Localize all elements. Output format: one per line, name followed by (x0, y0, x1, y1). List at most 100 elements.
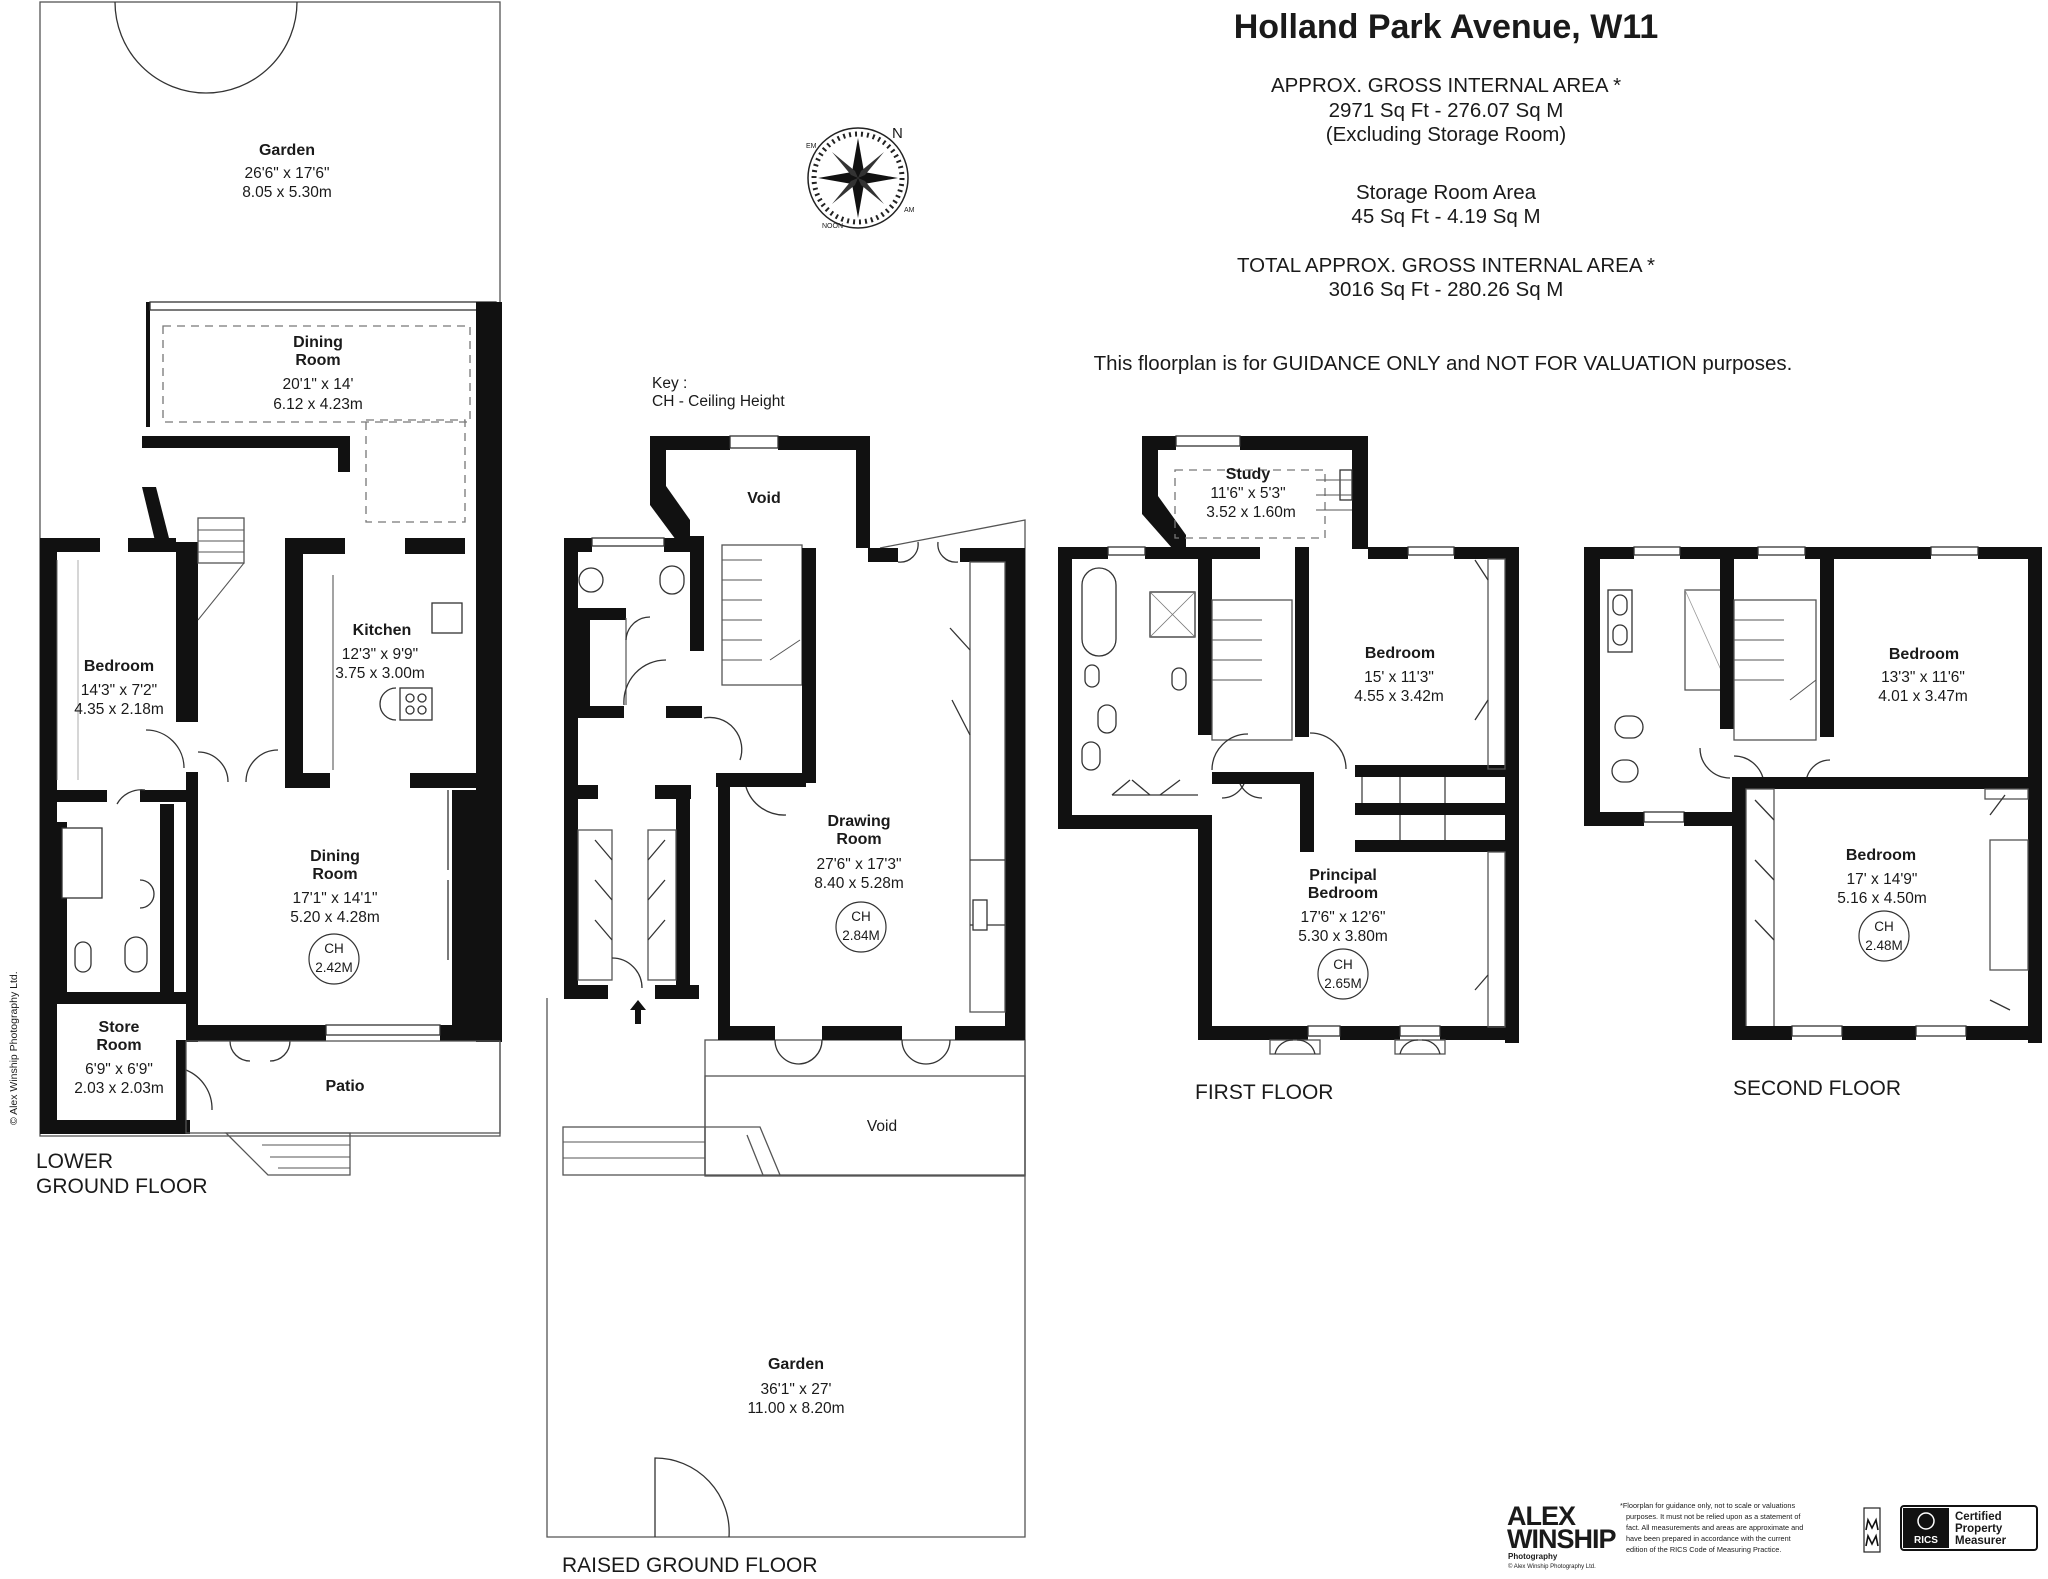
lower-ground-floor-plan: Garden 26'6" x 17'6" 8.05 x 5.30m Dining… (36, 1, 502, 1198)
ff-ceiling-height-badge (1317, 948, 1369, 1000)
lg-store-dim-met: 2.03 x 2.03m (74, 1080, 164, 1097)
lg-ch-value: 2.42M (315, 960, 353, 975)
certified-line-1: Certified (1955, 1511, 2002, 1523)
fine-print-3: fact. All measurements and areas are app… (1626, 1523, 1803, 1532)
lower-ground-label-2: GROUND FLOOR (36, 1175, 208, 1198)
area-value: 2971 Sq Ft - 276.07 Sq M (1329, 99, 1564, 122)
lg-bedroom-dim-met: 4.35 x 2.18m (74, 701, 164, 718)
logo-line-3: Photography (1508, 1552, 1558, 1561)
logo-line-1: ALEX (1507, 1501, 1576, 1531)
entrance-arrow-icon (630, 1000, 646, 1024)
rics-globe-icon (1917, 1512, 1935, 1530)
first-floor-plan: Study 11'6" x 5'3" 3.52 x 1.60m Bedroom … (1058, 435, 1519, 1104)
disclaimer-text: This floorplan is for GUIDANCE ONLY and … (1094, 352, 1793, 375)
lg-bedroom-dim-imp: 14'3" x 7'2" (81, 682, 157, 699)
rg-drawing-dim-imp: 27'6" x 17'3" (816, 856, 901, 873)
compass-label-noon: NOON (822, 223, 843, 230)
fine-print-4: have been prepared in accordance with th… (1626, 1534, 1791, 1543)
sf-bedroom-b-dim-imp: 17' x 14'9" (1847, 871, 1918, 888)
lg-store-name-2: Room (96, 1037, 141, 1054)
lg-dining-main-name-1: Dining (310, 848, 360, 865)
second-floor-plan: Bedroom 13'3" x 11'6" 4.01 x 3.47m Bedro… (1584, 546, 2042, 1100)
lg-dining-top-dim-met: 6.12 x 4.23m (273, 396, 363, 413)
rg-garden-dim-met: 11.00 x 8.20m (747, 1400, 844, 1417)
ff-ch-value: 2.65M (1324, 976, 1362, 991)
lg-dining-top-dim-imp: 20'1" x 14' (283, 376, 354, 393)
lg-kitchen-name: Kitchen (353, 622, 412, 639)
compass-label-am: AM (904, 207, 915, 214)
lg-dining-main-dim-met: 5.20 x 4.28m (290, 909, 380, 926)
lg-patio-name: Patio (325, 1078, 364, 1095)
second-floor-label: SECOND FLOOR (1733, 1077, 1901, 1100)
ff-study-dim-met: 3.52 x 1.60m (1206, 504, 1296, 521)
rg-void-mid: Void (867, 1118, 897, 1135)
rg-garden-name: Garden (768, 1356, 824, 1373)
ff-study-dim-imp: 11'6" x 5'3" (1210, 485, 1285, 502)
logo-line-2: WINSHIP (1507, 1524, 1616, 1554)
lg-dining-main-dim-imp: 17'1" x 14'1" (292, 890, 377, 907)
page-title: Holland Park Avenue, W11 (1234, 8, 1659, 46)
legend-key: Key : CH - Ceiling Height (652, 375, 785, 410)
area-label: APPROX. GROSS INTERNAL AREA * (1271, 74, 1621, 97)
lg-dining-top-name-2: Room (295, 352, 340, 369)
ff-principal-name-2: Bedroom (1308, 885, 1378, 902)
lg-store-name-1: Store (99, 1019, 140, 1036)
lg-ceiling-height-badge (308, 933, 360, 985)
raised-ground-label: RAISED GROUND FLOOR (562, 1554, 818, 1577)
rics-badge-text: RICS (1914, 1535, 1938, 1546)
lg-kitchen-dim-imp: 12'3" x 9'9" (342, 646, 418, 663)
fine-print-2: purposes. It must not be relied upon as … (1626, 1512, 1801, 1521)
ff-bedroom-dim-imp: 15' x 11'3" (1364, 669, 1434, 686)
sf-bedroom-b-name: Bedroom (1846, 847, 1916, 864)
ff-study-name: Study (1226, 466, 1271, 483)
rg-drawing-dim-met: 8.40 x 5.28m (814, 875, 904, 892)
ff-ch-label: CH (1333, 957, 1353, 972)
rg-ch-value: 2.84M (842, 928, 880, 943)
ff-principal-name-1: Principal (1309, 867, 1377, 884)
footer-branding: ALEX WINSHIP Photography © Alex Winship … (1507, 1501, 2038, 1570)
lg-dining-main-name-2: Room (312, 866, 357, 883)
key-entry: CH - Ceiling Height (652, 393, 785, 410)
total-area-label: TOTAL APPROX. GROSS INTERNAL AREA * (1237, 254, 1655, 277)
storage-label: Storage Room Area (1356, 181, 1537, 204)
rg-void-top: Void (747, 490, 780, 507)
rics-certified-badge: RICS Certified Property Measurer (1900, 1505, 2038, 1551)
rg-ceiling-height-badge (835, 901, 887, 953)
compass-north: N (892, 125, 903, 142)
certified-line-2: Property (1955, 1523, 2003, 1535)
rg-garden-dim-imp: 36'1" x 27' (761, 1381, 832, 1398)
rg-drawing-name-2: Room (836, 831, 881, 848)
sf-bedroom-a-name: Bedroom (1889, 646, 1959, 663)
sf-bedroom-b-dim-met: 5.16 x 4.50m (1837, 890, 1927, 907)
side-copyright: © Alex Winship Photography Ltd. (8, 971, 20, 1125)
lg-bedroom-name: Bedroom (84, 658, 154, 675)
ff-principal-dim-imp: 17'6" x 12'6" (1300, 909, 1385, 926)
fine-print-1: *Floorplan for guidance only, not to sca… (1620, 1501, 1795, 1510)
sf-ch-label: CH (1874, 919, 1894, 934)
lg-garden-name: Garden (259, 142, 315, 159)
first-floor-label: FIRST FLOOR (1195, 1081, 1333, 1104)
rg-ch-label: CH (851, 909, 871, 924)
key-title: Key : (652, 375, 687, 392)
header-block: Holland Park Avenue, W11 APPROX. GROSS I… (1094, 8, 1793, 375)
ff-bedroom-name: Bedroom (1365, 645, 1435, 662)
lg-garden-dim-met: 8.05 x 5.30m (242, 184, 332, 201)
sf-ceiling-height-badge (1858, 910, 1910, 962)
certified-line-3: Measurer (1955, 1535, 2007, 1547)
lg-store-dim-imp: 6'9" x 6'9" (85, 1061, 153, 1078)
ff-principal-dim-met: 5.30 x 3.80m (1298, 928, 1388, 945)
raised-ground-floor-plan: Void Drawing Room 27'6" x 17'3" 8.40 x 5… (546, 435, 1026, 1577)
lg-garden-dim-imp: 26'6" x 17'6" (244, 165, 329, 182)
lg-ch-label: CH (324, 941, 344, 956)
area-note: (Excluding Storage Room) (1326, 123, 1566, 146)
total-area-value: 3016 Sq Ft - 280.26 Sq M (1329, 278, 1564, 301)
lower-ground-label-1: LOWER (36, 1150, 113, 1173)
logo-line-4: © Alex Winship Photography Ltd. (1508, 1563, 1596, 1570)
sf-bedroom-a-dim-met: 4.01 x 3.47m (1878, 688, 1968, 705)
lg-kitchen-dim-met: 3.75 x 3.00m (335, 665, 425, 682)
storage-value: 45 Sq Ft - 4.19 Sq M (1351, 205, 1540, 228)
fine-print-5: edition of the RICS Code of Measuring Pr… (1626, 1545, 1781, 1554)
compass-label-em: EM (806, 143, 817, 150)
ff-bedroom-dim-met: 4.55 x 3.42m (1354, 688, 1444, 705)
